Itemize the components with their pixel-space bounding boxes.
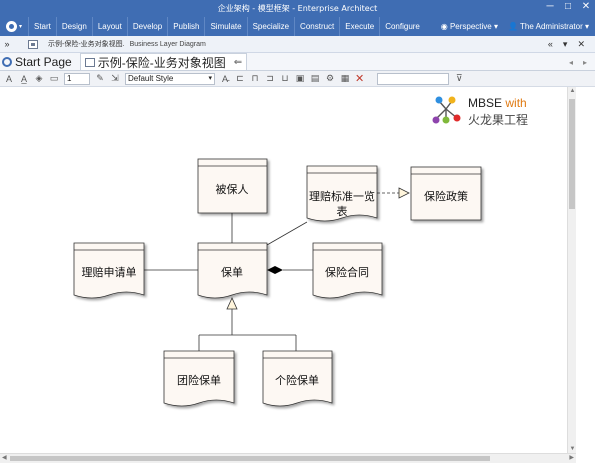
label-claim-standard-line1: 理赔标准一览 <box>309 189 375 203</box>
menu-specialize[interactable]: Specialize <box>246 17 294 36</box>
double-chevron-left-icon[interactable]: « <box>547 38 553 49</box>
expand-panel-icon[interactable]: » <box>4 39 10 49</box>
menu-publish[interactable]: Publish <box>167 17 204 36</box>
connectors <box>144 192 399 351</box>
diagram-icon <box>28 39 38 49</box>
label-insurance-policy: 保险政策 <box>424 189 468 203</box>
horizontal-scroll-thumb[interactable] <box>10 456 490 461</box>
start-page-icon <box>2 56 12 67</box>
element-insured[interactable] <box>197 158 268 214</box>
same-height-icon[interactable]: ▤ <box>310 73 320 83</box>
logo-with: with <box>505 96 527 110</box>
font-size-icon[interactable]: A̵ <box>221 73 228 84</box>
horizontal-scrollbar[interactable]: ◀ ▶ <box>0 453 576 463</box>
scroll-left-icon[interactable]: ◀ <box>2 455 7 461</box>
menu-design[interactable]: Design <box>55 17 92 36</box>
diagram-toolbar: A A̲ ◈ ▭ 1 ✎ ⇲ Default Style A̵ ⊏ ⊓ ⊐ ⊔ … <box>0 71 595 87</box>
label-insurance-contract: 保险合同 <box>325 265 369 279</box>
ribbon-menu-bar: ▾ Start Design Layout Develop Publish Si… <box>0 17 595 36</box>
breadcrumb-bar: » 示例-保险-业务对象视图. Business Layer Diagram «… <box>0 36 595 53</box>
connector-policy-standard[interactable] <box>266 221 308 246</box>
element-policy[interactable] <box>197 242 268 299</box>
align-left-icon[interactable]: ⊏ <box>236 73 244 83</box>
fill-color-icon[interactable]: ◈ <box>35 73 43 83</box>
scroll-down-icon[interactable]: ▼ <box>569 446 576 452</box>
label-policy: 保单 <box>221 265 243 279</box>
scroll-right-icon[interactable]: ▶ <box>569 455 574 461</box>
diagram-canvas[interactable]: 被保人 保单 理赔申请单 理赔标准一览 表 保险政策 保险合同 团险保单 个险保… <box>0 87 567 453</box>
user-icon: 👤 <box>508 22 521 31</box>
user-menu-button[interactable]: 👤 The Administrator ▾ <box>508 22 589 31</box>
label-individual-policy: 个险保单 <box>275 373 319 387</box>
composition-diamond <box>267 266 283 274</box>
close-icon[interactable]: ✕ <box>577 38 585 49</box>
app-logo-icon <box>5 21 17 32</box>
title-bar: 企业架构 - 模型框架 - Enterprise Architect ─ □ ✕ <box>0 0 595 17</box>
app-menu-button[interactable]: ▾ <box>0 17 28 36</box>
label-group-policy: 团险保单 <box>177 373 221 387</box>
filter-icon[interactable]: ⊽ <box>455 73 463 83</box>
layout-icon[interactable]: ⚙ <box>325 73 335 83</box>
align-top-icon[interactable]: ⊐ <box>266 73 274 83</box>
logo-company: 火龙果工程 <box>468 113 529 127</box>
close-tab-icon[interactable]: ⇐ <box>233 56 243 68</box>
element-claim-application[interactable] <box>73 242 145 299</box>
element-individual-policy[interactable] <box>262 350 333 407</box>
tab-start-page[interactable]: Start Page <box>0 53 76 70</box>
chevron-down-icon: ▾ <box>491 22 498 31</box>
molecule-logo-icon <box>432 96 461 124</box>
text-color-icon[interactable]: A̲ <box>20 73 27 84</box>
menu-configure[interactable]: Configure <box>379 17 425 36</box>
perspective-button[interactable]: ◉ Perspective ▾ <box>440 22 498 31</box>
chevron-left-icon[interactable]: ◂ <box>568 58 573 67</box>
menu-simulate[interactable]: Simulate <box>204 17 246 36</box>
element-insurance-policy[interactable] <box>410 166 482 221</box>
chevron-down-icon: ▾ <box>18 24 22 30</box>
line-color-icon[interactable]: ▭ <box>49 73 59 83</box>
align-right-icon[interactable]: ⊔ <box>281 73 289 83</box>
element-insurance-contract[interactable] <box>312 242 383 299</box>
minimize-icon[interactable]: ─ <box>546 1 554 12</box>
tab-diagram[interactable]: 示例-保险-业务对象视图 ⇐ <box>79 53 248 70</box>
vertical-scrollbar[interactable]: ▲ ▼ <box>567 87 576 453</box>
breadcrumb[interactable]: 示例-保险-业务对象视图. Business Layer Diagram <box>48 41 206 48</box>
window-title: 企业架构 - 模型框架 - Enterprise Architect <box>217 4 378 13</box>
text-font-icon[interactable]: A <box>5 73 12 84</box>
scroll-up-icon[interactable]: ▲ <box>569 88 576 94</box>
grid-icon[interactable]: ▦ <box>340 73 350 83</box>
logo-mbse: MBSE <box>468 96 503 110</box>
menu-start[interactable]: Start <box>28 17 56 36</box>
menu-construct[interactable]: Construct <box>294 17 339 36</box>
style-select[interactable]: Default Style <box>125 72 215 85</box>
line-width-select[interactable]: 1 <box>64 72 90 85</box>
label-claim-standard-line2: 表 <box>337 204 348 218</box>
mbse-logo: MBSE with 火龙果工程 <box>430 94 560 130</box>
same-width-icon[interactable]: ▣ <box>295 73 305 83</box>
format-painter-icon[interactable]: ✎ <box>96 73 104 83</box>
diagram-icon <box>84 57 95 67</box>
business-object-diagram: 被保人 保单 理赔申请单 理赔标准一览 表 保险政策 保险合同 团险保单 个险保… <box>73 158 482 407</box>
document-tab-bar: Start Page 示例-保险-业务对象视图 ⇐ ◂ ▸ <box>0 53 595 71</box>
menu-layout[interactable]: Layout <box>91 17 127 36</box>
pin-icon[interactable]: ⇲ <box>111 73 119 83</box>
vertical-scroll-thumb[interactable] <box>569 99 575 209</box>
chevron-down-icon[interactable]: ▾ <box>562 38 568 49</box>
chevron-down-icon: ▾ <box>582 22 589 31</box>
element-claim-standard-list[interactable] <box>306 165 378 222</box>
menu-execute[interactable]: Execute <box>339 17 379 36</box>
label-insured: 被保人 <box>216 182 249 196</box>
delete-icon[interactable]: ✕ <box>355 73 365 85</box>
realization-arrowhead <box>398 187 410 199</box>
filter-input[interactable] <box>377 72 450 85</box>
element-group-policy[interactable] <box>163 350 235 407</box>
align-center-icon[interactable]: ⊓ <box>251 73 259 83</box>
label-claim-application: 理赔申请单 <box>82 265 137 279</box>
eye-icon: ◉ <box>440 22 450 31</box>
maximize-icon[interactable]: □ <box>564 1 572 12</box>
close-icon[interactable]: ✕ <box>581 1 591 12</box>
chevron-right-icon[interactable]: ▸ <box>582 58 587 67</box>
generalization-arrowhead <box>226 297 238 310</box>
menu-develop[interactable]: Develop <box>126 17 167 36</box>
